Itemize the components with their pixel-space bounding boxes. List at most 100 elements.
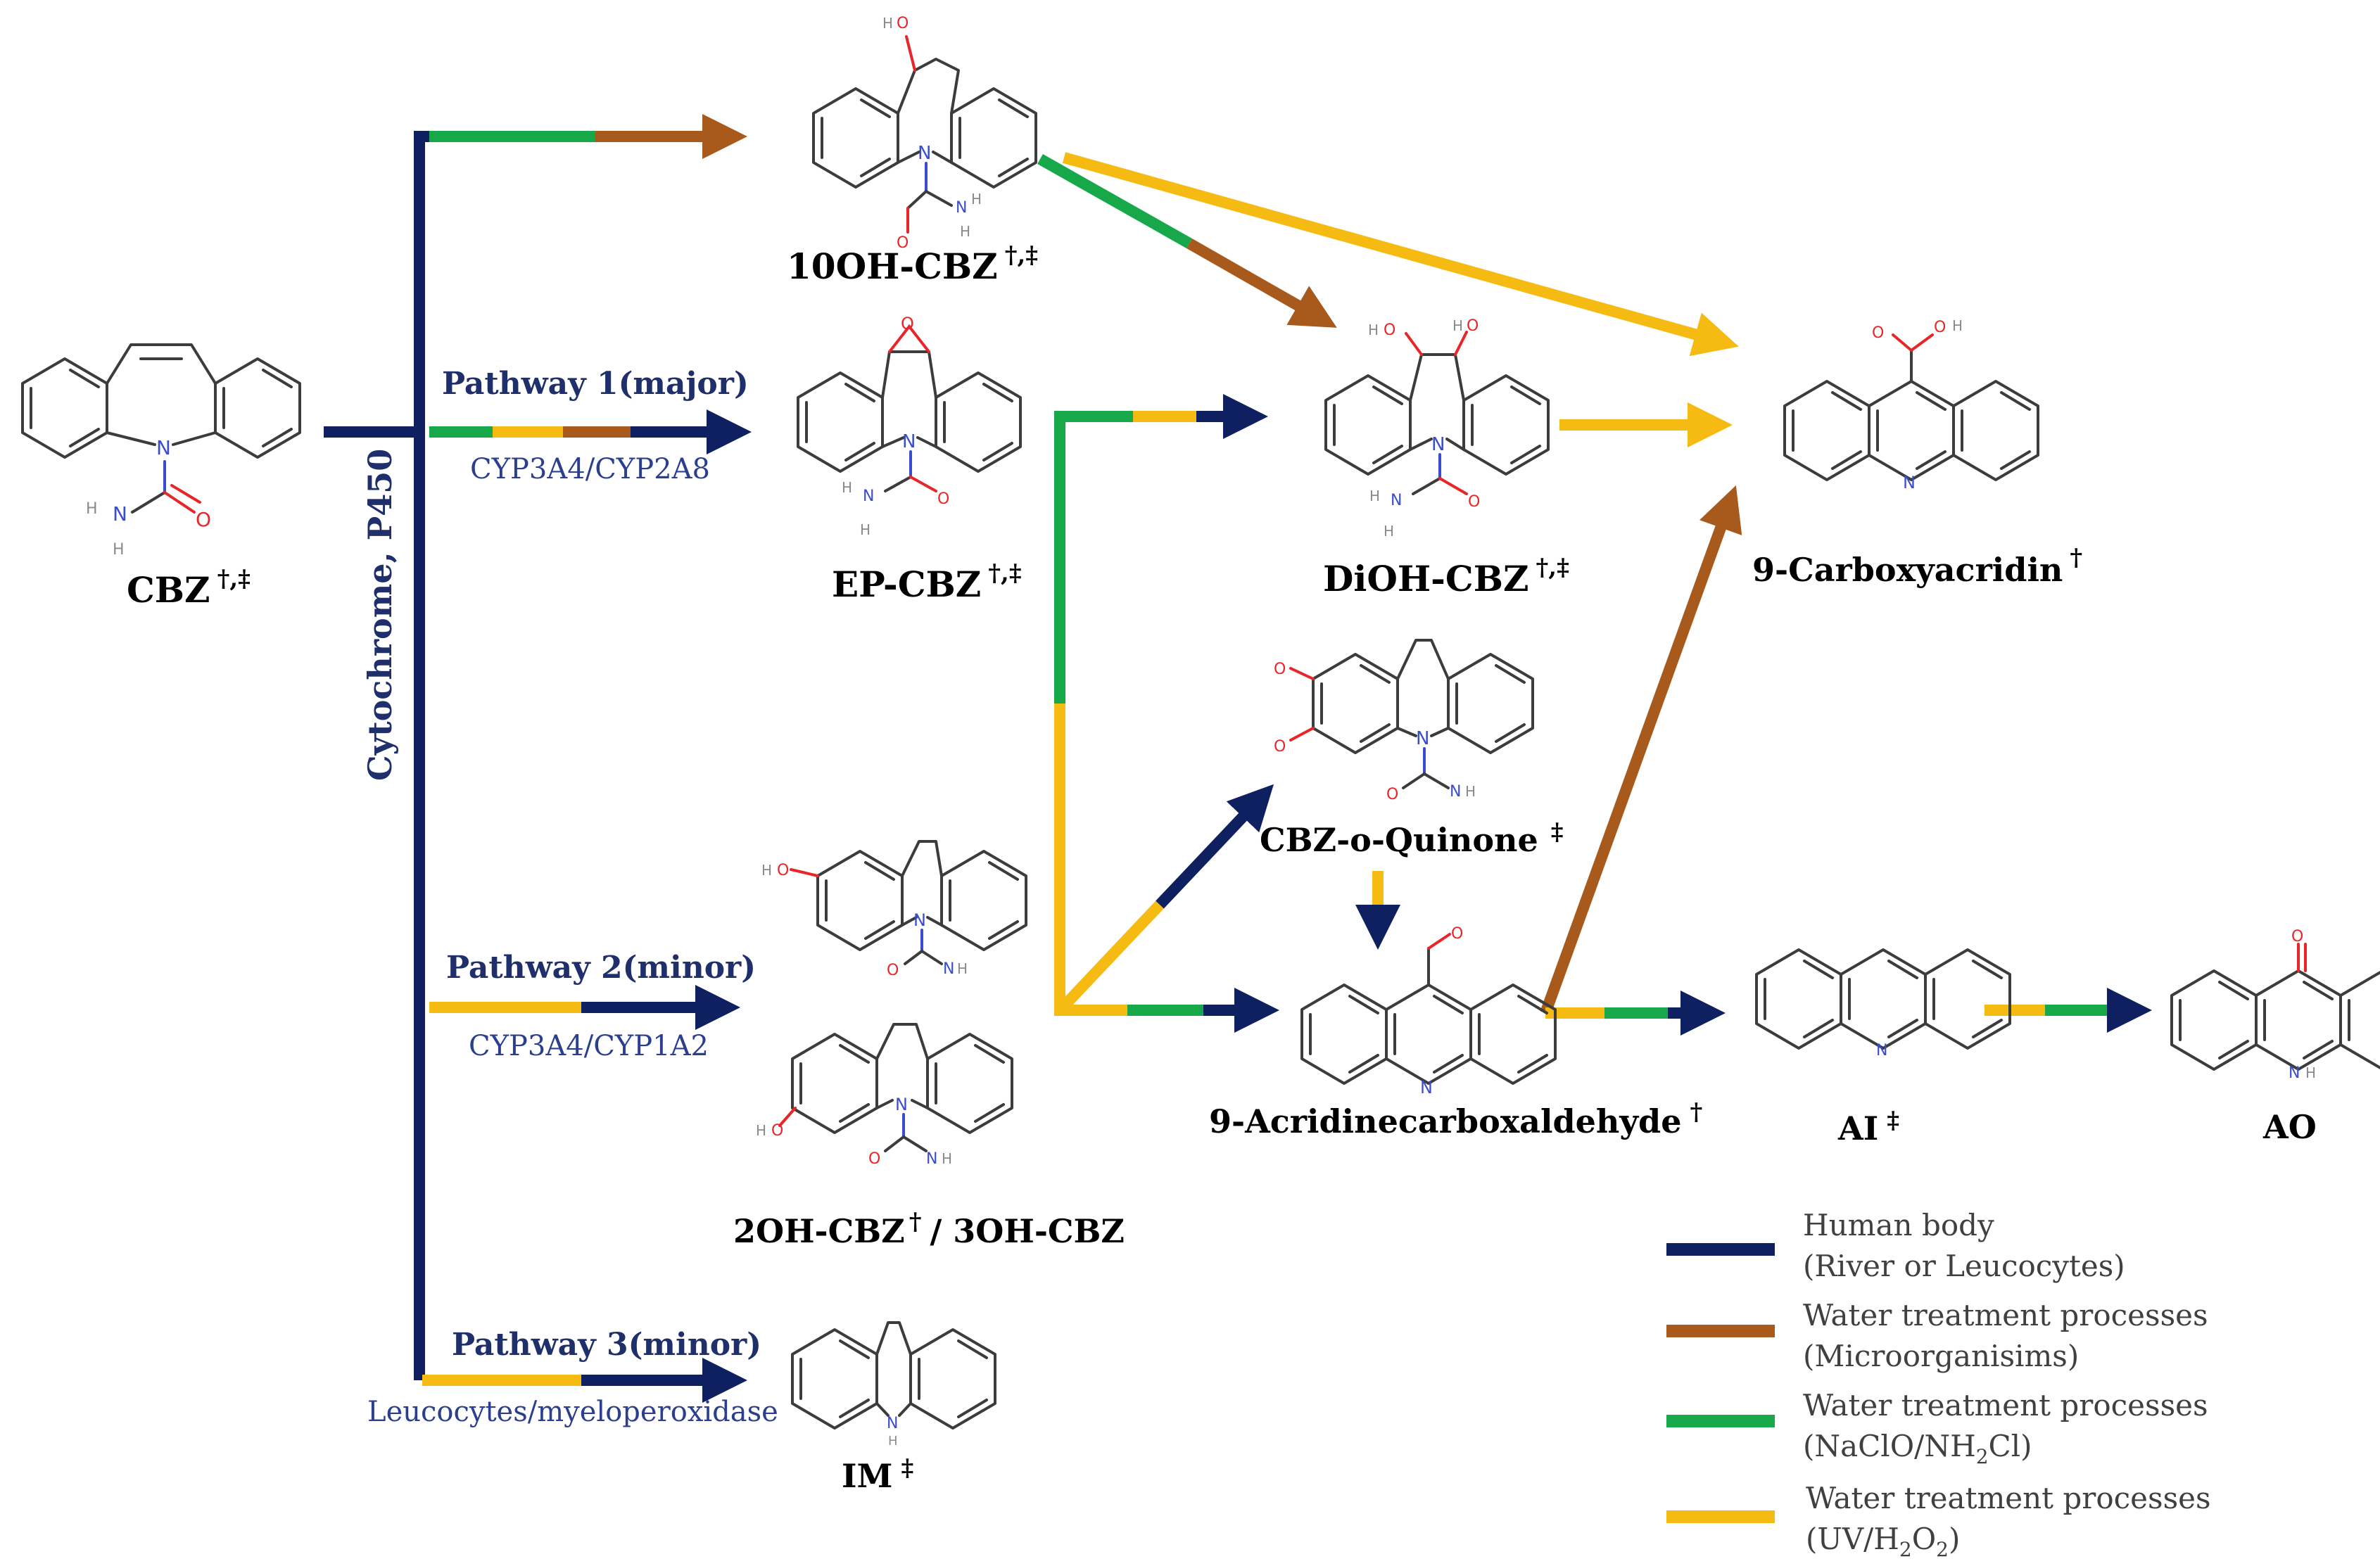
svg-text:O: O [771, 1122, 783, 1140]
svg-text:Water treatment processes: Water treatment processes [1806, 1481, 2211, 1515]
10oh-cbz-structure: O H N O N H H [812, 15, 1037, 252]
label-dioh-cbz: DiOH-CBZ†,‡ [1323, 554, 1569, 599]
svg-text:O: O [887, 962, 899, 979]
9-acridinecarboxaldehyde-structure: O N [1300, 925, 1557, 1097]
svg-text:O: O [1934, 319, 1946, 336]
svg-text:N: N [1416, 728, 1429, 749]
svg-text:H: H [1368, 322, 1379, 338]
arrow-to-quinone [1058, 784, 1274, 1012]
legend-item-naclo: Water treatment processes (NaClO/NH2Cl) [1666, 1388, 2208, 1468]
pathway-lines [324, 114, 2152, 1403]
ep-cbz-structure: O N O N H H [797, 314, 1022, 538]
im-structure: N H [791, 1321, 996, 1449]
arrow-aldehyde-to-carboxyacridin [1540, 485, 1742, 1015]
label-9-acridinecarboxaldehyde: 9-Acridinecarboxaldehyde† [1209, 1098, 1702, 1140]
svg-text:H: H [957, 960, 968, 977]
svg-text:H: H [882, 15, 893, 32]
svg-text:N: N [895, 1095, 908, 1114]
arrow-10oh-to-carboxyacridin [1062, 152, 1739, 357]
legend-item-uv: Water treatment processes (UV/H2O2) [1666, 1481, 2211, 1561]
svg-text:Water treatment processes: Water treatment processes [1803, 1388, 2208, 1422]
label-10oh-cbz: 10OH-CBZ†,‡ [787, 241, 1038, 287]
svg-text:N: N [156, 436, 171, 459]
svg-text:O: O [777, 862, 789, 879]
svg-text:N: N [926, 1150, 937, 1168]
svg-text:H: H [888, 1434, 898, 1449]
pathway-3-label: Pathway 3(minor) [452, 1327, 761, 1363]
legend: Human body (River or Leucocytes) Water t… [1666, 1208, 2211, 1561]
svg-text:H: H [1465, 783, 1476, 800]
svg-text:H: H [960, 223, 970, 240]
svg-text:O: O [897, 15, 909, 32]
svg-text:O: O [1467, 317, 1479, 335]
svg-text:H: H [86, 500, 98, 518]
svg-text:(River or Leucocytes): (River or Leucocytes) [1803, 1249, 2125, 1283]
dioh-cbz-structure: O O H H N O N H H [1324, 317, 1550, 540]
pathway-1-label: Pathway 1(major) [442, 366, 749, 402]
label-2oh-3oh-cbz: 2OH-CBZ†/ 3OH-CBZ [733, 1208, 1125, 1250]
svg-text:N: N [902, 431, 916, 452]
arrow-10oh-to-dioh [1037, 154, 1337, 328]
legend-item-microorganisms: Water treatment processes (Microorganisi… [1666, 1298, 2208, 1373]
cbz-o-quinone-structure: O O N O N H [1274, 639, 1534, 803]
label-cbz: CBZ†,‡ [127, 565, 251, 611]
svg-text:H: H [756, 1122, 766, 1139]
svg-text:H: H [1369, 488, 1380, 504]
svg-text:H: H [1952, 317, 1963, 334]
svg-text:O: O [897, 234, 909, 252]
svg-text:O: O [1451, 925, 1463, 943]
svg-text:N: N [887, 1415, 898, 1432]
svg-text:H: H [971, 191, 982, 208]
svg-text:O: O [196, 508, 211, 531]
svg-text:N: N [956, 199, 967, 217]
svg-text:O: O [2291, 928, 2303, 946]
2oh-cbz-structure: O H N O N H [761, 840, 1027, 979]
pathway-1-enzyme: CYP3A4/CYP2A8 [470, 453, 710, 485]
label-ao: AO [2262, 1108, 2317, 1146]
svg-text:H: H [2305, 1064, 2316, 1081]
svg-text:N: N [918, 143, 931, 164]
svg-text:(Microorganisims): (Microorganisims) [1803, 1339, 2079, 1373]
svg-text:N: N [1391, 492, 1402, 509]
pathway-2-enzyme: CYP3A4/CYP1A2 [469, 1030, 709, 1062]
svg-text:O: O [1386, 786, 1398, 803]
ao-structure: O N H [2170, 928, 2380, 1082]
svg-text:H: H [1384, 523, 1394, 540]
svg-text:O: O [1384, 322, 1395, 339]
svg-text:H: H [860, 521, 871, 538]
arrow-ep-to-dioh [1054, 394, 1268, 1013]
svg-text:N: N [943, 960, 954, 978]
svg-text:N: N [113, 502, 127, 526]
label-cbz-o-quinone: CBZ-o-Quinone‡ [1260, 818, 1564, 859]
3oh-cbz-structure: O H N O N H [756, 1023, 1013, 1168]
svg-text:N: N [1420, 1078, 1433, 1097]
svg-text:N: N [913, 910, 926, 930]
svg-text:(NaClO/NH2Cl): (NaClO/NH2Cl) [1803, 1429, 2032, 1468]
svg-text:N: N [1876, 1042, 1887, 1059]
label-ai: AI‡ [1837, 1107, 1899, 1147]
svg-text:H: H [942, 1150, 952, 1167]
svg-text:H: H [761, 862, 772, 879]
label-ep-cbz: EP-CBZ†,‡ [832, 559, 1022, 605]
svg-text:O: O [901, 314, 914, 333]
svg-text:O: O [937, 490, 949, 508]
label-9-carboxyacridin: 9-Carboxyacridin† [1752, 544, 2082, 589]
svg-text:H: H [1452, 317, 1463, 334]
label-im: IM‡ [842, 1454, 913, 1495]
svg-text:Human body: Human body [1803, 1208, 1994, 1242]
svg-text:H: H [842, 479, 852, 496]
cbz-structure: N O N H H [21, 343, 301, 559]
svg-text:H: H [113, 541, 125, 559]
pathway-3-enzyme: Leucocytes/myeloperoxidase [367, 1396, 778, 1428]
9-carboxyacridin-structure: O O H N [1783, 317, 2039, 492]
svg-text:O: O [1468, 493, 1480, 511]
svg-text:N: N [1431, 434, 1445, 455]
svg-text:O: O [1274, 738, 1286, 756]
svg-text:O: O [1274, 661, 1286, 678]
svg-text:N: N [1903, 473, 1916, 492]
svg-text:N: N [1450, 783, 1461, 801]
legend-item-human-body: Human body (River or Leucocytes) [1666, 1208, 2125, 1283]
svg-text:Water treatment processes: Water treatment processes [1803, 1298, 2208, 1332]
svg-text:N: N [2289, 1064, 2300, 1082]
